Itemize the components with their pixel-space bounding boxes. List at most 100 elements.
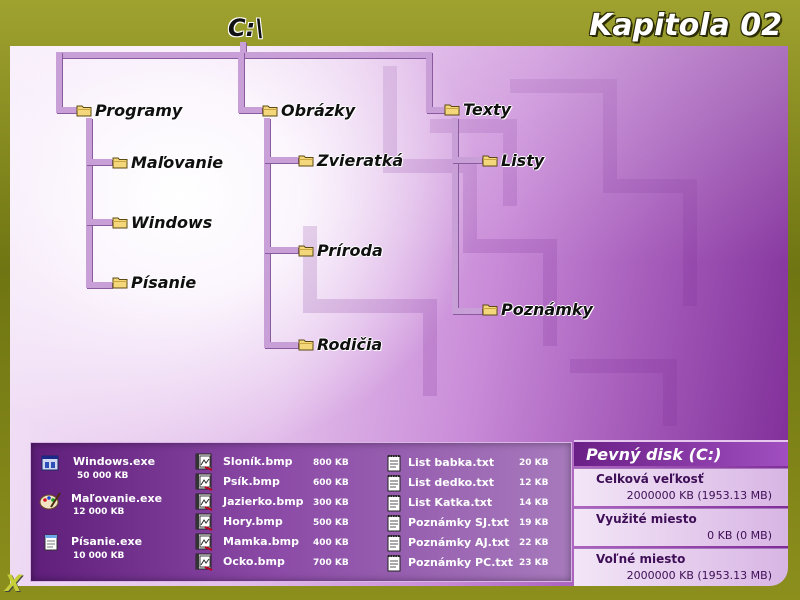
image-file-name[interactable]: Sloník.bmp [223, 455, 293, 468]
image-file-name[interactable]: Psík.bmp [223, 475, 280, 488]
folder-listy[interactable]: Listy [482, 151, 544, 170]
text-file-icon[interactable] [387, 494, 401, 512]
tree-line [452, 308, 482, 314]
bitmap-file-icon[interactable] [195, 473, 213, 491]
folder-zvieratka[interactable]: Zvieratká [298, 151, 403, 170]
chapter-title: Kapitola 02 [589, 8, 782, 43]
image-file-name[interactable]: Jazierko.bmp [223, 495, 304, 508]
folder-icon [112, 276, 128, 289]
folder-label: Zvieratká [317, 151, 404, 170]
folder-label: Texty [463, 100, 512, 119]
image-file-size: 600 KB [313, 478, 349, 488]
tree-line [56, 52, 62, 112]
folder-rodicia[interactable]: Rodičia [298, 335, 382, 354]
folder-poznamky[interactable]: Poznámky [482, 300, 593, 319]
program-size: 50 000 KB [77, 471, 129, 481]
folder-label: Písanie [131, 273, 197, 292]
tree-line [264, 157, 298, 163]
text-file-icon[interactable] [387, 514, 401, 532]
folder-programy[interactable]: Programy [76, 101, 182, 120]
file-list-panel: Windows.exe 50 000 KB Maľovanie.exe 12 0… [30, 442, 572, 582]
folder-label: Programy [95, 101, 183, 120]
x-logo-icon: X [5, 572, 22, 597]
program-name[interactable]: Windows.exe [73, 455, 156, 468]
folder-windows[interactable]: Windows [112, 213, 212, 232]
folder-label: Listy [501, 151, 545, 170]
folder-icon [482, 303, 498, 316]
folder-icon [482, 154, 498, 167]
windows-program-icon[interactable] [41, 455, 59, 471]
root-drive-label: C:\ [228, 14, 264, 42]
tree-line [452, 157, 482, 163]
folder-label: Poznámky [501, 300, 593, 319]
text-file-name[interactable]: Poznámky SJ.txt [408, 516, 509, 529]
folder-icon [112, 156, 128, 169]
image-file-name[interactable]: Ocko.bmp [223, 555, 285, 568]
notepad-program-icon[interactable] [43, 533, 59, 551]
disk-used-value: 0 KB (0 MB) [707, 529, 772, 542]
folder-label: Maľovanie [131, 153, 224, 172]
folder-label: Windows [131, 213, 213, 232]
image-file-name[interactable]: Hory.bmp [223, 515, 283, 528]
disk-title: Pevný disk (C:) [574, 440, 788, 466]
text-file-size: 22 KB [519, 538, 549, 548]
folder-icon [298, 244, 314, 257]
text-file-size: 20 KB [519, 458, 549, 468]
disk-total-value: 2000000 KB (1953.13 MB) [626, 489, 772, 502]
text-file-size: 23 KB [519, 558, 549, 568]
folder-pisanie[interactable]: Písanie [112, 273, 196, 292]
folder-icon [298, 154, 314, 167]
disk-free-label: Voľné miesto [596, 552, 686, 566]
text-file-name[interactable]: List dedko.txt [408, 476, 494, 489]
bitmap-file-icon[interactable] [195, 553, 213, 571]
tree-line [426, 107, 446, 113]
folder-texty[interactable]: Texty [444, 100, 511, 119]
tree-line [264, 342, 298, 348]
tree-line [240, 42, 246, 56]
text-file-icon[interactable] [387, 554, 401, 572]
text-file-size: 12 KB [519, 478, 549, 488]
folder-icon [444, 103, 460, 116]
disk-used-row: Využité miesto 0 KB (0 MB) [574, 508, 788, 546]
bitmap-file-icon[interactable] [195, 493, 213, 511]
folder-icon [76, 104, 92, 117]
image-file-size: 500 KB [313, 518, 349, 528]
program-name[interactable]: Písanie.exe [71, 535, 143, 548]
text-file-name[interactable]: List babka.txt [408, 456, 495, 469]
disk-total-row: Celková veľkosť 2000000 KB (1953.13 MB) [574, 468, 788, 506]
disk-free-row: Voľné miesto 2000000 KB (1953.13 MB) [574, 548, 788, 586]
program-name[interactable]: Maľovanie.exe [71, 492, 163, 505]
tree-line [452, 118, 458, 314]
tree-line [264, 247, 298, 253]
text-file-icon[interactable] [387, 454, 401, 472]
folder-icon [298, 338, 314, 351]
disk-total-label: Celková veľkosť [596, 472, 704, 486]
tree-line [426, 52, 432, 112]
disk-free-value: 2000000 KB (1953.13 MB) [626, 569, 772, 582]
image-file-name[interactable]: Mamka.bmp [223, 535, 299, 548]
bitmap-file-icon[interactable] [195, 533, 213, 551]
disk-info-panel: Pevný disk (C:) Celková veľkosť 2000000 … [574, 440, 788, 586]
tree-line [86, 118, 92, 288]
folder-label: Príroda [317, 241, 383, 260]
folder-icon [112, 216, 128, 229]
bitmap-file-icon[interactable] [195, 513, 213, 531]
image-file-size: 800 KB [313, 458, 349, 468]
folder-label: Rodičia [317, 335, 383, 354]
text-file-size: 14 KB [519, 498, 549, 508]
tree-line [86, 159, 112, 165]
folder-obrazky[interactable]: Obrázky [262, 101, 355, 120]
paint-program-icon[interactable] [39, 491, 61, 511]
tree-line [56, 107, 78, 113]
tree-line [86, 219, 112, 225]
bitmap-file-icon[interactable] [195, 453, 213, 471]
folder-malovanie[interactable]: Maľovanie [112, 153, 223, 172]
tree-line [86, 282, 112, 288]
text-file-name[interactable]: Poznámky AJ.txt [408, 536, 510, 549]
text-file-icon[interactable] [387, 474, 401, 492]
text-file-name[interactable]: List Katka.txt [408, 496, 493, 509]
tree-line [238, 107, 262, 113]
text-file-icon[interactable] [387, 534, 401, 552]
folder-priroda[interactable]: Príroda [298, 241, 383, 260]
text-file-name[interactable]: Poznámky PC.txt [408, 556, 513, 569]
